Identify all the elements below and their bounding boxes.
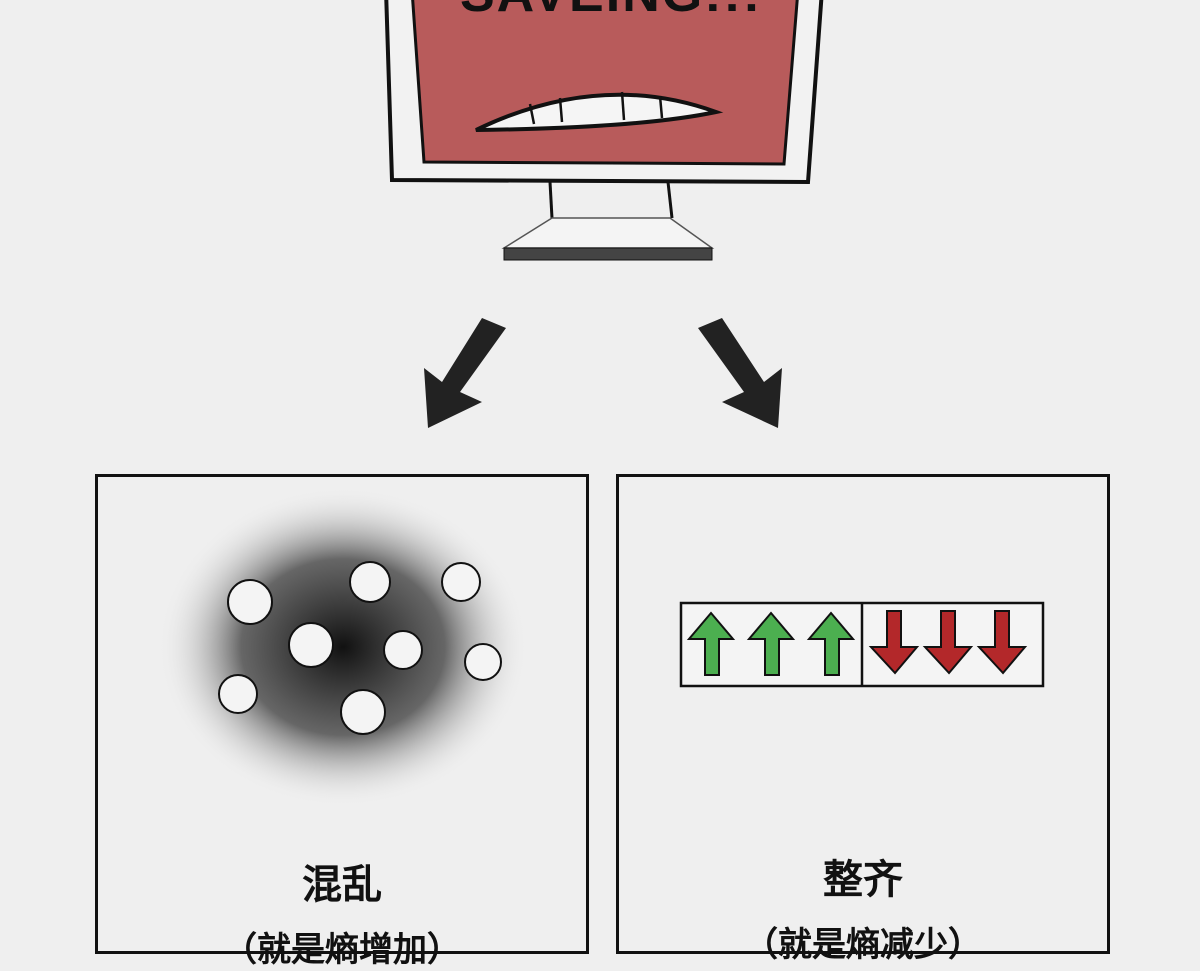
chaotic-particles-illustration <box>158 487 528 807</box>
screen-text: SAVEING!!! <box>460 0 760 24</box>
up-arrow-icon <box>806 611 856 676</box>
down-arrow-icon <box>868 610 920 675</box>
ordered-arrows-illustration <box>679 601 1045 688</box>
down-arrow-icon <box>976 610 1028 675</box>
up-arrow-icon <box>746 611 796 676</box>
order-subtitle: （就是熵减少） <box>744 925 982 965</box>
chaos-subtitle: （就是熵增加） <box>223 930 461 970</box>
down-arrow-icon <box>922 610 974 675</box>
chaos-panel: 混乱 （就是熵增加） <box>95 474 589 970</box>
angry-monitor-illustration <box>384 0 824 261</box>
order-title: 整齐 <box>823 857 903 903</box>
arrow-down-right-icon <box>698 318 782 428</box>
arrow-down-left-icon <box>424 318 506 428</box>
chaos-title: 混乱 <box>302 862 382 908</box>
order-panel: 整齐 （就是熵减少） <box>616 474 1110 965</box>
up-arrow-icon <box>686 611 736 676</box>
